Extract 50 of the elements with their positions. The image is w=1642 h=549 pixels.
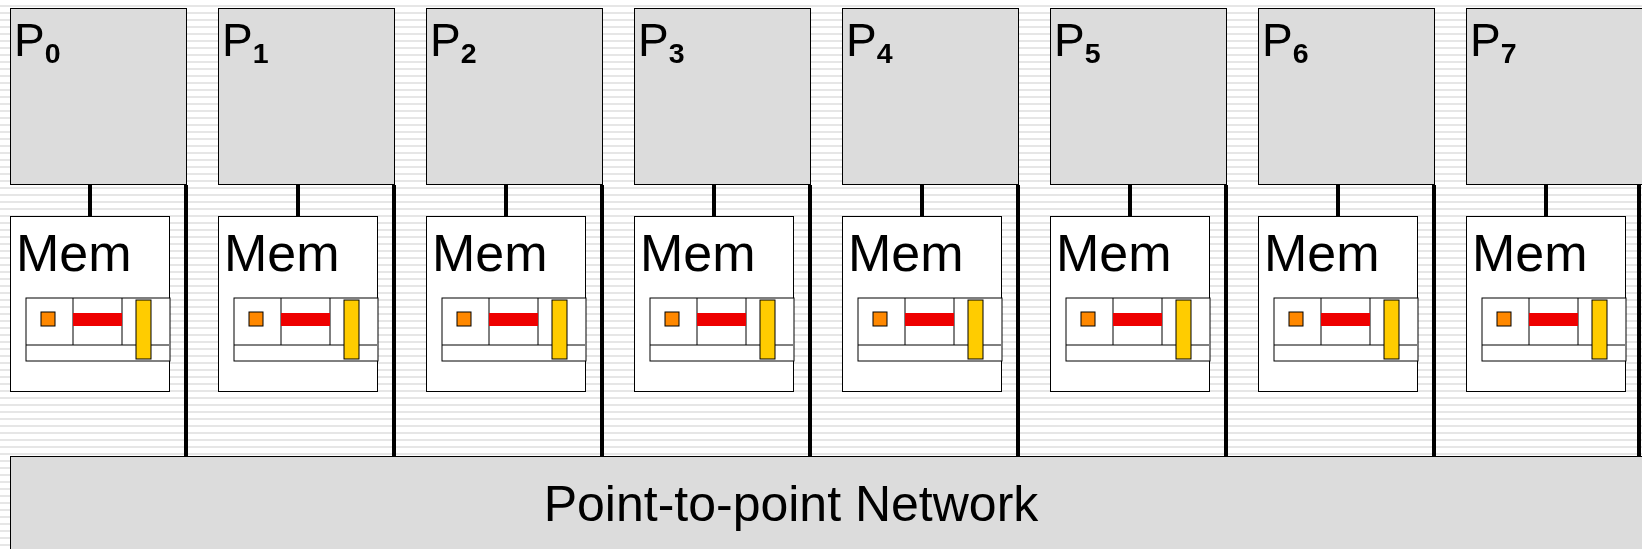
connector-line [1336, 185, 1340, 216]
processor-box [1050, 8, 1227, 185]
processor-box [218, 8, 395, 185]
memory-box [218, 216, 378, 392]
processor-label: P$_{6}$ [1262, 17, 1309, 68]
processor-label: P$_{1}$ [222, 17, 269, 68]
processor-box [426, 8, 603, 185]
processor-label: P$_{4}$ [846, 17, 893, 68]
connector-line [1128, 185, 1132, 216]
processor-label: P$_{2}$ [430, 17, 477, 68]
connector-line [296, 185, 300, 216]
memory-label: Mem [1264, 227, 1380, 279]
connector-line [1544, 185, 1548, 216]
connector-line [184, 185, 188, 456]
memory-box [10, 216, 170, 392]
memory-label: Mem [432, 227, 548, 279]
processor-label: P$_{7}$ [1470, 17, 1517, 68]
processor-box [1466, 8, 1642, 185]
processor-box [842, 8, 1019, 185]
network-bar [10, 456, 1642, 549]
connector-line [712, 185, 716, 216]
connector-line [920, 185, 924, 216]
memory-label: Mem [848, 227, 964, 279]
memory-label: Mem [1056, 227, 1172, 279]
processor-label: P$_{0}$ [14, 17, 61, 68]
memory-box [426, 216, 586, 392]
processor-box [1258, 8, 1435, 185]
memory-box [1050, 216, 1210, 392]
memory-box [842, 216, 1002, 392]
memory-box [634, 216, 794, 392]
connector-line [1016, 185, 1020, 456]
connector-line [600, 185, 604, 456]
memory-box [1466, 216, 1626, 392]
memory-label: Mem [640, 227, 756, 279]
memory-label: Mem [224, 227, 340, 279]
network-label: Point-to-point Network [542, 479, 1040, 529]
connector-line [1224, 185, 1228, 456]
memory-label: Mem [16, 227, 132, 279]
connector-line [88, 185, 92, 216]
connector-line [392, 185, 396, 456]
connector-line [504, 185, 508, 216]
processor-box [10, 8, 187, 185]
memory-label: Mem [1472, 227, 1588, 279]
connector-line [1637, 185, 1641, 456]
memory-box [1258, 216, 1418, 392]
processor-label: P$_{3}$ [638, 17, 685, 68]
connector-line [808, 185, 812, 456]
connector-line [1432, 185, 1436, 456]
processor-box [634, 8, 811, 185]
processor-label: P$_{5}$ [1054, 17, 1101, 68]
